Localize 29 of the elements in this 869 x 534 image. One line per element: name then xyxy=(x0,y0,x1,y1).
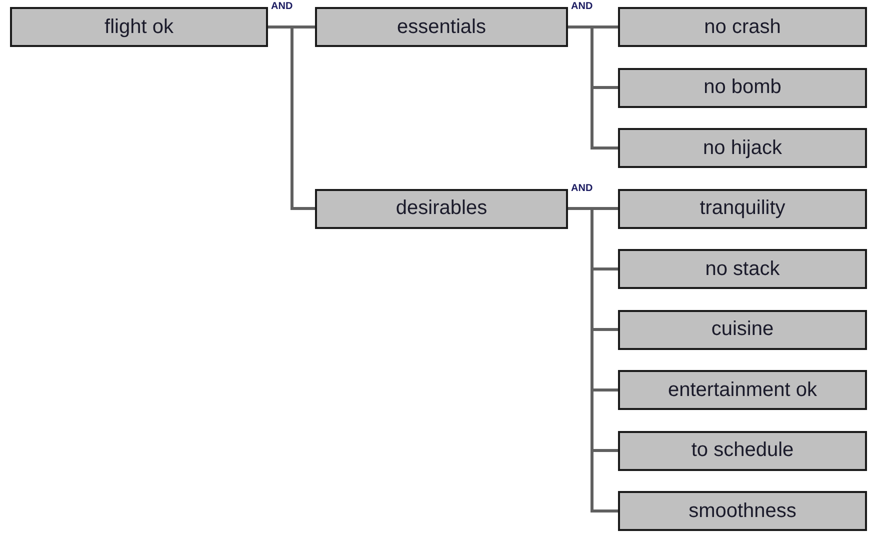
goal-label: no stack xyxy=(705,258,780,280)
goal-box xyxy=(315,7,568,47)
goal-label: no crash xyxy=(704,16,781,38)
goal-box xyxy=(618,491,867,531)
goal-box xyxy=(618,128,867,168)
goal-label: smoothness xyxy=(688,500,796,522)
goal-label: desirables xyxy=(396,197,488,220)
goal-box xyxy=(315,188,568,228)
connector-line xyxy=(268,26,315,210)
goal-label: cuisine xyxy=(711,318,774,341)
and-label: AND xyxy=(570,1,594,12)
goal-label: flight ok xyxy=(104,16,174,38)
goal-box xyxy=(618,68,867,108)
goal-label: no hijack xyxy=(703,136,782,160)
and-label: AND xyxy=(570,182,594,194)
goal-label: essentials xyxy=(397,16,486,38)
goal-box xyxy=(10,7,268,47)
and-label: AND xyxy=(270,1,294,12)
goal-box xyxy=(618,370,867,410)
goal-box xyxy=(618,310,867,350)
goal-box xyxy=(618,249,867,289)
goal-box xyxy=(618,430,867,470)
goal-label: entertainment ok xyxy=(668,378,817,402)
goal-box xyxy=(618,7,867,47)
goal-box xyxy=(618,188,867,228)
goal-label: to schedule xyxy=(691,439,794,462)
goal-label: tranquility xyxy=(700,197,786,220)
connector-line xyxy=(568,207,618,512)
goal-label: no bomb xyxy=(704,76,782,99)
